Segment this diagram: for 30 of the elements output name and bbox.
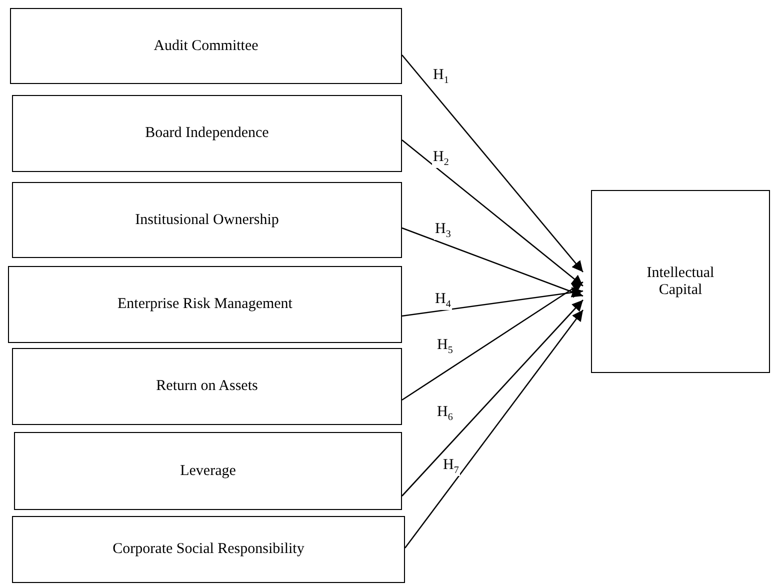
arrow [404, 310, 584, 548]
edge-label: H$_{4}$ [434, 292, 452, 310]
variable-box [8, 266, 402, 343]
arrow [402, 54, 584, 272]
edge-label: H$_{7}$ [442, 458, 460, 476]
box-label: Board Independence [144, 125, 270, 142]
edge-label: H$_{2}$ [432, 150, 450, 168]
arrow [402, 287, 584, 317]
box-label: Corporate Social Responsibility [112, 541, 306, 558]
variable-box [12, 182, 402, 258]
edge-label: H$_{6}$ [436, 405, 454, 423]
box-label: Return on Assets [155, 378, 259, 395]
edge-label: H$_{3}$ [434, 222, 452, 240]
variable-box [12, 348, 402, 425]
variable-box [14, 432, 402, 510]
arrow [402, 227, 584, 298]
arrow [402, 281, 584, 401]
arrow [402, 300, 584, 496]
variable-box [12, 516, 405, 583]
variable-box [10, 8, 402, 84]
edge-label: H$_{1}$ [432, 68, 450, 86]
outcome-box [591, 190, 770, 373]
box-label: Leverage [179, 462, 237, 480]
variable-box [12, 95, 402, 172]
box-label: Enterprise Risk Management [116, 296, 294, 313]
box-label: Intellectual Capital [646, 264, 716, 298]
box-label: Institusional Ownership [134, 212, 280, 228]
box-label: Audit Committee [152, 38, 260, 54]
edge-label: H$_{5}$ [436, 338, 454, 356]
arrow [402, 140, 584, 286]
